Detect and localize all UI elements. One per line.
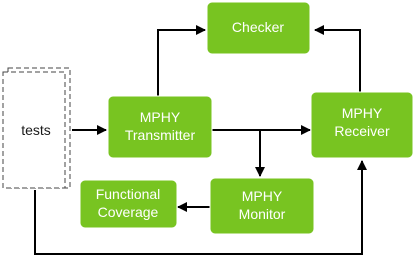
checker-block: Checker (206, 1, 311, 55)
receiver-label-line2: Receiver (334, 123, 390, 139)
tests-to-receiver-arrow (34, 160, 367, 255)
monitor-block: MPHY Monitor (209, 177, 315, 235)
transmitter-block: MPHY Transmitter (107, 95, 213, 159)
checker-label: Checker (232, 19, 284, 35)
coverage-block: Functional Coverage (79, 179, 178, 229)
receiver-label-line1: MPHY (342, 105, 383, 121)
coverage-label-line1: Functional (96, 186, 161, 202)
tests-block: tests (2, 67, 71, 189)
monitor-label-line1: MPHY (242, 188, 283, 204)
connectors (34, 25, 367, 255)
coverage-label-line2: Coverage (98, 204, 159, 220)
receiver-block: MPHY Receiver (310, 91, 414, 159)
transmitter-label-line2: Transmitter (125, 127, 196, 143)
receiver-to-checker-arrow (314, 25, 361, 92)
transmitter-to-checker-arrow (157, 25, 206, 96)
transmitter-label-line1: MPHY (140, 109, 181, 125)
tests-label: tests (21, 122, 51, 138)
monitor-label-line2: Monitor (239, 206, 286, 222)
